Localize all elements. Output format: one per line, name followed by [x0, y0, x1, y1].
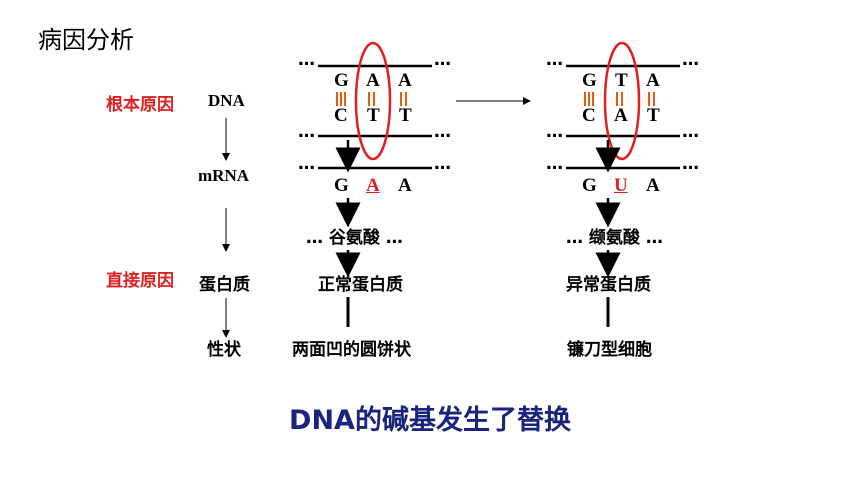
normal-mrna-base: G	[334, 175, 349, 196]
ellipsis: …	[298, 154, 315, 174]
mutant-mrna-base: A	[646, 175, 660, 196]
root-cause-label: 根本原因	[106, 95, 174, 115]
mutant-trait: 镰刀型细胞	[567, 340, 652, 360]
normal-dna-bottom-base: C	[334, 105, 348, 126]
direct-cause-label: 直接原因	[106, 271, 174, 291]
normal-mrna-highlight-base: A	[366, 175, 380, 196]
mrna-label: mRNA	[198, 166, 249, 185]
mutant-protein: 异常蛋白质	[566, 275, 651, 295]
ellipsis: …	[434, 122, 451, 142]
mutant-mrna-base: G	[582, 175, 597, 196]
trait-label: 性状	[207, 340, 241, 360]
mutant-dna-top-base: T	[615, 70, 628, 91]
normal-highlight-oval	[354, 41, 392, 161]
ellipsis: …	[298, 122, 315, 142]
ellipsis: …	[546, 50, 563, 70]
ellipsis: …	[298, 50, 315, 70]
ellipsis: …	[682, 122, 699, 142]
ellipsis: …	[434, 154, 451, 174]
mutant-highlight-oval	[603, 41, 641, 161]
conclusion-caption: DNA的碱基发生了替换	[289, 405, 571, 436]
ellipsis: …	[546, 154, 563, 174]
normal-mrna-base: A	[398, 175, 412, 196]
normal-dna-top-base: A	[366, 70, 380, 91]
mutant-dna-bottom-base: T	[647, 105, 660, 126]
protein-label: 蛋白质	[199, 275, 250, 295]
mutant-mrna-highlight-base: U	[614, 175, 628, 196]
normal-dna-bottom-base: T	[367, 105, 380, 126]
mutant-dna-bottom-base: C	[582, 105, 596, 126]
page-title: 病因分析	[38, 26, 134, 54]
normal-amino-acid: … 谷氨酸 …	[306, 228, 403, 248]
normal-hbonds	[336, 92, 407, 106]
normal-dna-top-base: G	[334, 70, 349, 91]
normal-trait: 两面凹的圆饼状	[292, 340, 411, 360]
mutant-hbonds	[584, 92, 655, 106]
normal-dna-top-base: A	[398, 70, 412, 91]
normal-dna-bottom-base: T	[399, 105, 412, 126]
ellipsis: …	[682, 50, 699, 70]
normal-protein: 正常蛋白质	[318, 275, 403, 295]
mutant-dna-top-base: A	[646, 70, 660, 91]
dna-label: DNA	[208, 91, 245, 110]
ellipsis: …	[682, 154, 699, 174]
mutant-dna-top-base: G	[582, 70, 597, 91]
ellipsis: …	[546, 122, 563, 142]
ellipsis: …	[434, 50, 451, 70]
mutant-amino-acid: … 缬氨酸 …	[566, 228, 663, 248]
mutant-dna-bottom-base: A	[614, 105, 628, 126]
